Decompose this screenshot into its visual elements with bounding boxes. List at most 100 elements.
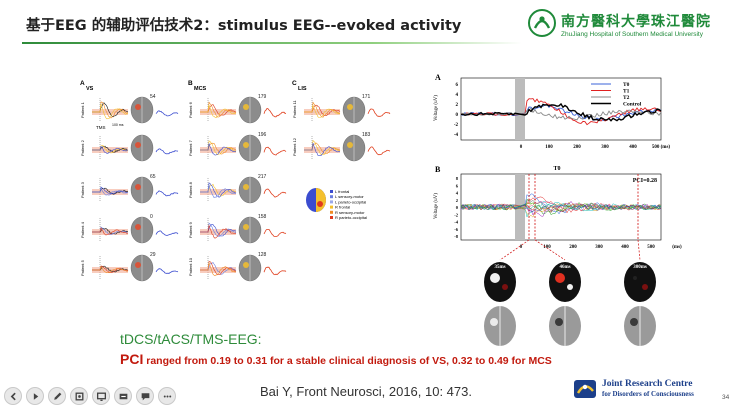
target-icon: [75, 392, 83, 400]
brain-activation-spot: [243, 262, 249, 268]
map-connector: [499, 239, 530, 261]
channel-trace: [263, 146, 287, 156]
pci-value-label: 217: [258, 174, 267, 180]
panel-b-xtick: 200: [569, 245, 577, 250]
patient-label: Patient 7: [188, 139, 193, 156]
comment-icon: [141, 392, 149, 400]
legend-swatch: [330, 200, 333, 204]
panel-a-ytick: 4: [456, 93, 459, 98]
panel-a-legend-label: T2: [623, 95, 630, 101]
eeg-trace: [200, 143, 237, 156]
patient-label: Patient 1: [80, 101, 85, 118]
patient-row: Patient 40: [80, 214, 179, 244]
eeg-trace: [200, 224, 237, 239]
reference-citation: Bai Y, Front Neurosci, 2016, 10: 473.: [260, 384, 472, 399]
brain-activation-spot: [135, 184, 141, 190]
panel-b-xtick: 100: [543, 245, 551, 250]
brain-map-time-label: 35ms: [494, 265, 505, 270]
scale-label: 100 ms: [112, 123, 124, 127]
hospital-name-en: ZhuJiang Hospital of Southern Medical Un…: [561, 31, 703, 38]
brain-activation-spot: [243, 184, 249, 190]
panel-a-frame: [460, 77, 662, 141]
pci-value-label: 183: [362, 132, 371, 138]
caption-icon: [119, 393, 127, 399]
panel-b-ytick: -2: [454, 212, 458, 217]
baseline-band: [200, 189, 236, 195]
pointer-button[interactable]: [70, 387, 88, 405]
panel-b-ylabel: Voltage (uV): [434, 193, 439, 219]
brain-activation-map: [624, 262, 656, 302]
comment-button[interactable]: [136, 387, 154, 405]
map-connector: [637, 239, 641, 261]
page-number: 34: [722, 394, 730, 401]
brain-activation-spot: [347, 142, 353, 148]
brain-activation-spot: [135, 224, 141, 230]
panel-group-label: MCS: [194, 86, 207, 92]
brain-activation-spot: [135, 104, 141, 110]
prev-button[interactable]: [4, 387, 22, 405]
pci-statement: PCI ranged from 0.19 to 0.31 for a stabl…: [120, 351, 552, 367]
panel-b-channel-line: [460, 203, 662, 211]
title-underline: [22, 42, 522, 44]
play-icon: [33, 392, 38, 400]
panel-b-xtick: (ms): [672, 245, 682, 250]
patient-label: Patient 3: [80, 181, 85, 198]
panel-b-ytick: 8: [456, 176, 459, 181]
next-button[interactable]: [26, 387, 44, 405]
pci-term: PCI: [120, 351, 144, 367]
panel-b-xtick: 300: [595, 245, 603, 250]
pci-value-label: 171: [362, 94, 371, 100]
panel-a-legend-label: Control: [623, 102, 642, 108]
more-button[interactable]: [158, 387, 176, 405]
presentation-toolbar: [4, 386, 176, 406]
panel-a-series-line: [460, 102, 662, 122]
channel-trace: [263, 188, 287, 198]
legend-label: L frontal: [335, 189, 349, 194]
pci-value-label: 128: [258, 252, 267, 258]
patient-label: Patient 4: [80, 221, 85, 238]
legend-label: R frontal: [335, 205, 350, 210]
patient-label: Patient 10: [188, 257, 193, 276]
legend-swatch: [330, 210, 333, 214]
eeg-trace: [200, 261, 237, 277]
patient-row: Patient 154: [80, 94, 179, 124]
activation-spot: [567, 284, 573, 290]
panel-b-ytick: -8: [454, 234, 458, 239]
panel-a-xtick: 0: [520, 145, 523, 150]
panel-b-ytick: -4: [454, 220, 458, 225]
channel-trace: [263, 266, 287, 276]
legend-swatch: [330, 195, 333, 199]
channel-trace: [367, 108, 391, 117]
brain-activation-spot: [135, 262, 141, 268]
panel-a-letter: A: [435, 73, 441, 82]
channel-trace: [155, 268, 179, 274]
panel-a-ytick: -4: [454, 133, 459, 138]
panel-a-xtick: 100: [545, 145, 553, 150]
channel-trace: [155, 148, 179, 155]
baseline-band: [200, 229, 236, 235]
map-connector: [534, 239, 566, 261]
channel-trace: [263, 108, 287, 118]
legend-brain-right: [316, 188, 326, 212]
method-subtitle: tDCS/tACS/TMS-EEG:: [120, 331, 262, 347]
eeg-trace: [304, 143, 341, 157]
structural-spot: [555, 318, 563, 326]
panel-a-ytick: 0: [456, 113, 459, 118]
panel-letter: C: [292, 80, 297, 87]
hospital-emblem-icon: [528, 9, 556, 37]
legend-swatch: [330, 205, 333, 209]
baseline-band: [304, 109, 340, 115]
panel-a-ylabel: Voltage (uV): [434, 95, 439, 121]
brain-map-time-label: 46ms: [559, 265, 570, 270]
more-icon: [163, 395, 171, 397]
pen-button[interactable]: [48, 387, 66, 405]
eeg-trace: [200, 184, 237, 199]
structural-spot: [630, 318, 638, 326]
structural-spot: [490, 318, 498, 326]
subtitle-button[interactable]: [114, 387, 132, 405]
screen-button[interactable]: [92, 387, 110, 405]
